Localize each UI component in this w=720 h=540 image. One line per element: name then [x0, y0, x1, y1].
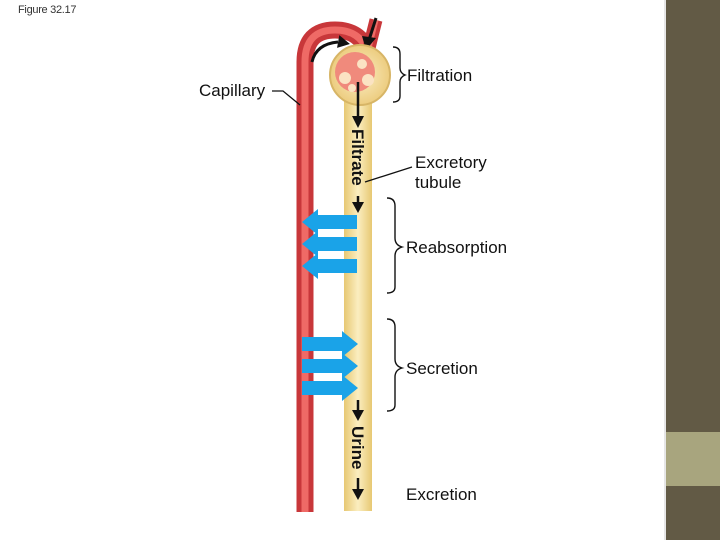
- filtrate-label: Filtrate: [348, 129, 367, 186]
- tubule-leader: [364, 166, 413, 183]
- sidebar-accent-block: [666, 432, 720, 486]
- capillary-leader: [272, 90, 301, 106]
- reabsorption-label: Reabsorption: [406, 238, 507, 257]
- urine-flow-arrow: [352, 400, 364, 500]
- excretion-label: Excretion: [406, 485, 477, 504]
- excretory-tubule-label-line2: tubule: [415, 173, 461, 192]
- capillary-label: Capillary: [199, 81, 266, 100]
- filtration-bracket: [392, 46, 407, 103]
- reabsorption-arrow: [302, 231, 357, 257]
- blood-flow-arrow: [310, 35, 350, 63]
- urine-label: Urine: [348, 426, 367, 469]
- excretory-tubule-label-line1: Excretory: [415, 153, 487, 172]
- reabsorption-bracket: [386, 197, 405, 294]
- secretion-arrow: [302, 353, 358, 379]
- glomerular-capsule: [329, 44, 391, 106]
- figure-caption: Figure 32.17: [18, 4, 77, 16]
- reabsorption-arrow: [302, 253, 357, 279]
- filtration-label: Filtration: [407, 66, 472, 85]
- secretion-arrow: [302, 331, 358, 357]
- secretion-bracket: [386, 318, 405, 412]
- secretion-label: Secretion: [406, 359, 478, 378]
- secretion-arrows: [302, 331, 358, 401]
- filtrate-flow-arrow: [352, 82, 364, 213]
- excretory-tubule: [344, 95, 372, 511]
- secretion-arrow: [302, 375, 358, 401]
- sidebar-edge: [664, 0, 666, 540]
- reabsorption-arrow: [302, 209, 357, 235]
- reabsorption-arrows: [302, 209, 357, 279]
